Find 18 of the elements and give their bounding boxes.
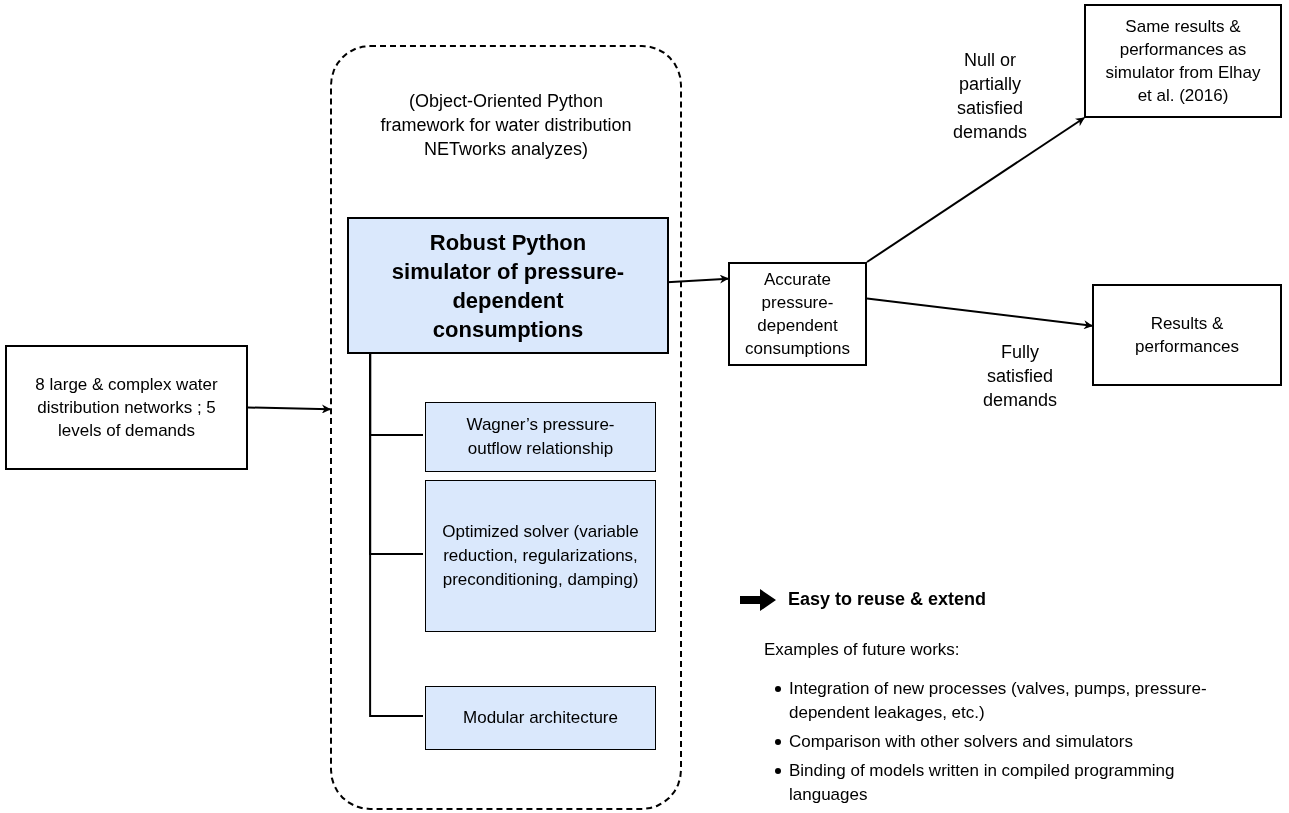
framework-container — [330, 45, 682, 810]
arrow — [866, 117, 1085, 263]
arrow — [247, 404, 331, 414]
process-box: 8 large & complex water distribution networks ; 5 levels of demands — [5, 345, 248, 470]
simulator-box: Robust Python simulator of pressure-dependent consumptions — [347, 217, 669, 354]
process-box: Results & performances — [1092, 284, 1282, 386]
component-box: Optimized solver (variable reduction, regularizations, preconditioning, damping) — [425, 480, 656, 632]
bullet-text: Binding of models written in compiled programming languages — [789, 760, 1176, 806]
arrow — [866, 297, 1093, 330]
note-heading: Examples of future works: — [764, 639, 960, 661]
bullet-text: Comparison with other solvers and simulators — [789, 731, 1133, 753]
key-message: Easy to reuse & extend — [788, 588, 987, 611]
process-box: Accurate pressure-dependent consumptions — [728, 262, 867, 366]
component-box: Wagner’s pressure-outflow relationship — [425, 402, 656, 472]
process-box: Same results & performances as simulator from Elhay et al. (2016) — [1084, 4, 1282, 118]
bullet-text: Integration of new processes (valves, pumps, pressure-dependent leakages, etc.) — [789, 678, 1208, 724]
component-box: Modular architecture — [425, 686, 656, 750]
framework-description: (Object-Oriented Python framework for water distribution NETworks analyzes) — [380, 90, 632, 161]
